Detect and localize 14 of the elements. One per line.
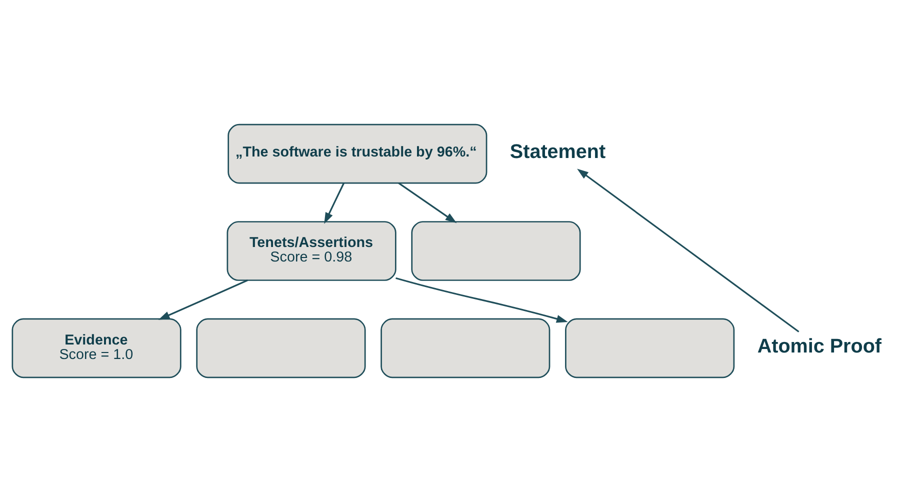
node-box: Evidence Score = 1.0	[12, 318, 182, 378]
node-box: Tenets/Assertions Score = 0.98	[226, 221, 396, 281]
node-box	[380, 318, 550, 378]
arrow	[158, 280, 248, 320]
node-text: Atomic Proof	[757, 335, 882, 358]
arrow	[398, 182, 457, 224]
arrow	[577, 168, 800, 332]
node-box	[411, 221, 581, 281]
arrow	[396, 277, 568, 323]
node-text: Statement	[510, 140, 606, 163]
node-box: „The software is trustable by 96%.“	[228, 124, 488, 184]
node-box	[196, 318, 366, 378]
arrow	[324, 182, 345, 224]
node-box	[565, 318, 735, 378]
